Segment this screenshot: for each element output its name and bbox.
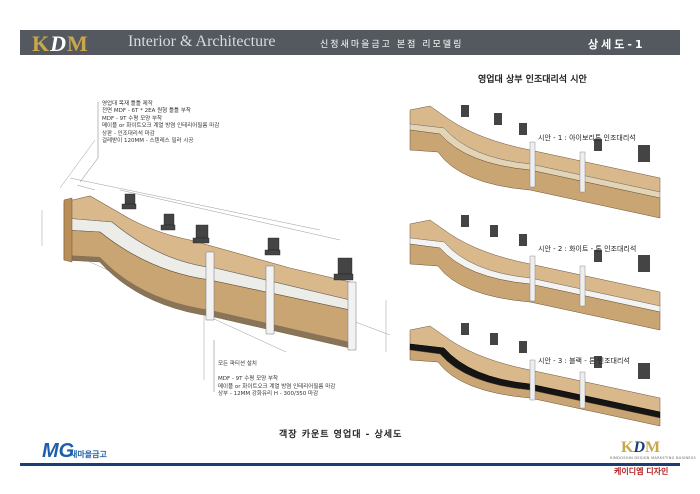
header-logo: KDM <box>32 31 89 56</box>
note-bottom-line: 메이플 or 화이트오크 계열 방염 인테리어필름 마감 <box>218 383 336 390</box>
option-2-label: 시안 - 2 : 화이트 - 톤 인조대리석 <box>538 245 637 253</box>
option-1-label: 시안 - 1 : 아이보리톤 인조대리석 <box>538 134 636 142</box>
notes-top: 영업대 목재 틀틀 제작 전면 MDF - 6T * 2EA 원형 틀틀 부착 … <box>102 101 219 145</box>
notes-bottom: 모든 파티션 설치 MDF - 9T 수평 모양 부착 메이플 or 화이트오크… <box>218 361 335 399</box>
note-bottom-line: 모든 파티션 설치 <box>218 361 257 367</box>
option-1-render <box>409 105 661 219</box>
footer-kdm-logo: KDM <box>621 439 661 456</box>
project-title: 신정새마을금고 본점 리모델링 <box>320 40 464 50</box>
footer-kdm-korean: 케이디엠 디자인 <box>614 467 669 476</box>
page-number: 상세도-1 <box>588 38 646 51</box>
mg-logo: MG <box>42 440 75 462</box>
note-top-line: 전면 MDF - 6T * 2EA 원형 틀틀 부착 <box>102 108 191 115</box>
header-subtitle: Interior & Architecture <box>128 33 276 50</box>
footer-kdm-sub: KIMDOSHIN DESIGN MARKETING BUSINESS <box>610 456 696 460</box>
mg-text: 새마을금고 <box>70 450 107 459</box>
note-bottom-line: 상부 - 12MM 강화유리 H - 300/350 마감 <box>218 391 319 398</box>
section-title: 영업대 상부 인조대리석 시안 <box>478 75 587 85</box>
option-3-label: 시안 - 3 : 블랙 - 톤 인조대리석 <box>538 357 630 365</box>
note-top-line: 메이플 or 화이트오크 계열 방염 인테리어필름 마감 <box>102 123 220 130</box>
header-band <box>20 30 680 55</box>
drawing-caption: 객장 카운트 영업대 - 상세도 <box>279 430 403 440</box>
note-top-line: 걸레받이 120MM - 스텐레스 밀러 시공 <box>102 138 194 145</box>
footer-divider <box>20 463 680 466</box>
note-top-line: MDF - 9T 수평 모양 부착 <box>102 115 163 122</box>
option-3-render <box>409 323 661 427</box>
option-2-render <box>409 215 661 331</box>
note-top-line: 상판 - 인조대리석 마감 <box>102 130 155 137</box>
note-bottom-line: MDF - 9T 수평 모양 부착 <box>218 376 279 383</box>
note-top-line: 영업대 목재 틀틀 제작 <box>102 101 153 107</box>
